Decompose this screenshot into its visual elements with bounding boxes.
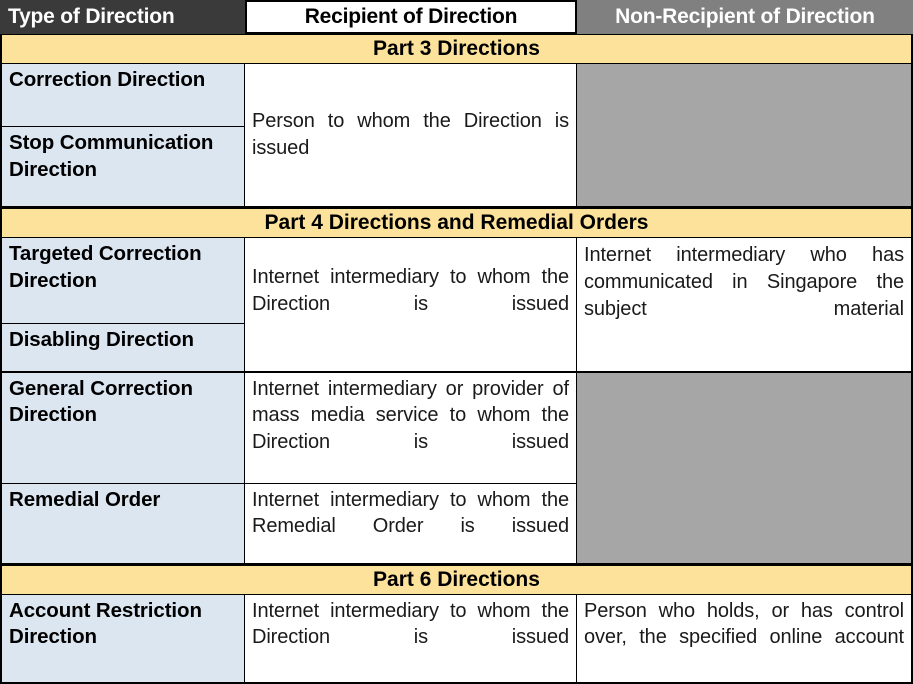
recipient-cell: Internet intermediary to whom the Direct… [245,238,576,370]
table-row: Correction Direction [2,64,244,127]
recipient-text: Person to whom the Direction is issued [252,109,569,159]
table-header-row: Type of Direction Recipient of Direction… [0,0,913,34]
recipient-column-part-4-group-1: Internet intermediary to whom the Direct… [245,238,577,371]
table-row: Disabling Direction [2,324,244,370]
non-recipient-column-part-4-group-1: Internet intermediary who has communicat… [577,238,911,370]
table-row: Stop Communication Direction [2,127,244,206]
table-row: Targeted Correction Direction [2,238,244,325]
blocked-cell [577,372,911,563]
section-band-part-4: Part 4 Directions and Remedial Orders [0,208,913,239]
recipient-text: Internet intermediary to whom the Direct… [252,265,569,315]
direction-type-label: Account Restriction Direction [9,598,202,649]
recipient-cell: Internet intermediary or provider of mas… [245,373,576,484]
direction-type-label: Disabling Direction [9,328,194,352]
non-recipient-column-part-4-group-2 [577,372,911,563]
type-column-part-4-group-2: General Correction Direction Remedial Or… [2,372,245,563]
recipient-text: Internet intermediary or provider of mas… [252,377,569,454]
non-recipient-column-part-6: Person who holds, or has control over, t… [577,595,911,682]
section-body-part-3: Correction Direction Stop Communication … [0,64,913,209]
non-recipient-cell: Person who holds, or has control over, t… [577,595,911,682]
recipient-text: Internet intermediary to whom the Remedi… [252,488,569,538]
direction-type-label: Remedial Order [9,487,161,511]
direction-type-label: Targeted Correction Direction [9,242,202,292]
recipient-column-part-6: Internet intermediary to whom the Direct… [245,594,577,682]
recipient-text: Internet intermediary to whom the Direct… [252,599,569,649]
column-header-recipient-of-direction: Recipient of Direction [245,0,577,34]
non-recipient-text: Internet intermediary who has communicat… [584,244,904,320]
table-row: Remedial Order [2,484,244,563]
table-row: General Correction Direction [2,373,244,484]
table-row: Account Restriction Direction [2,595,244,682]
recipient-cell: Internet intermediary to whom the Direct… [245,595,576,682]
non-recipient-text: Person who holds, or has control over, t… [584,599,904,649]
non-recipient-cell: Internet intermediary who has communicat… [577,238,911,370]
column-header-type-of-direction: Type of Direction [0,0,245,34]
blocked-cell [577,64,911,207]
non-recipient-column-part-3 [577,64,911,207]
column-header-non-recipient-of-direction: Non-Recipient of Direction [577,0,913,34]
section-body-part-4-group-1: Targeted Correction Direction Disabling … [0,238,913,373]
recipient-cell: Person to whom the Direction is issued [245,64,576,206]
type-column-part-6: Account Restriction Direction [2,594,245,682]
recipient-cell: Internet intermediary to whom the Remedi… [245,484,576,571]
type-column-part-4-group-1: Targeted Correction Direction Disabling … [2,238,245,371]
direction-type-label: Stop Communication Direction [9,131,214,181]
direction-type-label: General Correction Direction [9,376,193,427]
direction-type-label: Correction Direction [9,68,206,91]
section-body-part-4-group-2: General Correction Direction Remedial Or… [0,372,913,565]
type-column-part-3: Correction Direction Stop Communication … [2,64,245,207]
recipient-column-part-4-group-2: Internet intermediary or provider of mas… [245,372,577,563]
section-band-part-3: Part 3 Directions [0,34,913,64]
section-body-part-6: Account Restriction Direction Internet i… [0,594,913,684]
section-band-part-6: Part 6 Directions [0,564,913,595]
recipient-column-part-3: Person to whom the Direction is issued [245,64,577,207]
